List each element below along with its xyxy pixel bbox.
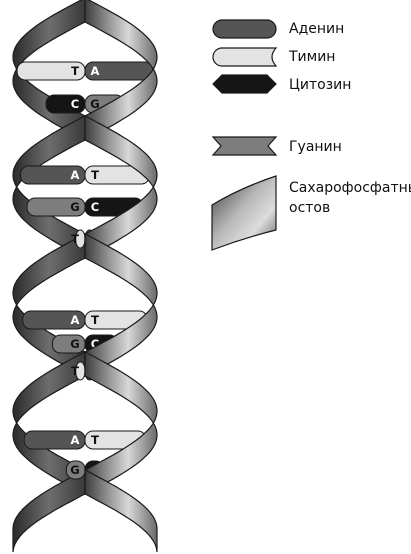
base-letter-left: A bbox=[71, 168, 80, 182]
base-letter-left: T bbox=[71, 64, 79, 78]
back-backbone-strand bbox=[12, 0, 86, 553]
backbone-segment bbox=[84, 469, 158, 553]
base-letter-right: G bbox=[90, 97, 99, 111]
base-letter-right: T bbox=[91, 313, 99, 327]
legend-label-guanine: Гуанин bbox=[289, 139, 342, 155]
thymine-legend-icon bbox=[212, 47, 278, 67]
legend-label-backbone-line1: Сахарофосфатный bbox=[289, 180, 411, 196]
base-letter-right: C bbox=[91, 337, 99, 351]
backbone-segment bbox=[12, 233, 86, 377]
legend-label-thymine: Тимин bbox=[289, 49, 336, 65]
legend-label-adenine: Аденин bbox=[289, 21, 345, 37]
backbone-segment bbox=[84, 115, 158, 259]
base-letter-left: A bbox=[71, 313, 80, 327]
backbone-segment bbox=[84, 233, 158, 377]
base-letter-right: T bbox=[91, 433, 99, 447]
base-letter-right: T bbox=[91, 168, 99, 182]
backbone-legend-icon bbox=[211, 175, 277, 251]
base-letter-left: A bbox=[71, 433, 80, 447]
base-letter-left: C bbox=[71, 97, 79, 111]
base-letter-left: G bbox=[70, 463, 79, 477]
base-letter-right: C bbox=[91, 200, 99, 214]
base-letter-left: T bbox=[71, 232, 79, 246]
base-letter-right: A bbox=[91, 64, 100, 78]
legend-label-backbone-line2: остов bbox=[289, 200, 331, 216]
adenine-legend-icon bbox=[212, 19, 277, 39]
base-letter-left: G bbox=[70, 337, 79, 351]
legend bbox=[211, 19, 278, 251]
backbone-segment bbox=[84, 351, 158, 495]
guanine-legend-icon bbox=[211, 136, 278, 156]
base-letter-left: G bbox=[70, 200, 79, 214]
legend-label-cytosine: Цитозин bbox=[289, 77, 352, 93]
base-letter-left: T bbox=[71, 364, 79, 378]
cytosine-legend-icon bbox=[212, 74, 277, 94]
nucleotide-left bbox=[51, 334, 86, 354]
backbone-segment bbox=[12, 469, 86, 553]
front-backbone-strand bbox=[84, 0, 158, 553]
